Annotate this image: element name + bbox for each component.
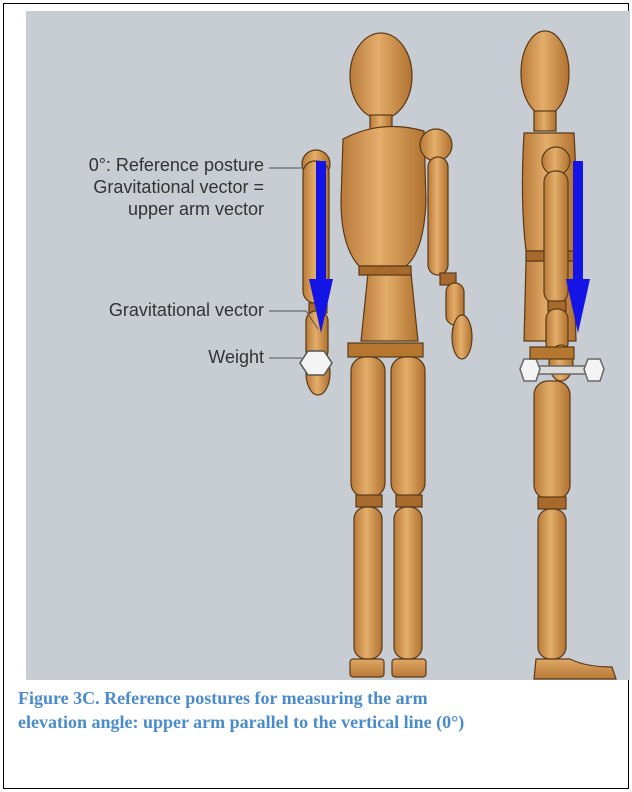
caption-line2: elevation angle: upper arm parallel to t…: [18, 710, 618, 734]
side-foot: [534, 659, 616, 679]
front-right-upper-arm: [428, 157, 448, 275]
side-upper-arm: [544, 171, 568, 303]
figure-illustration: 0°: Reference posture Gravitational vect…: [26, 11, 630, 680]
reference-posture-label: 0°: Reference posture Gravitational vect…: [26, 154, 264, 220]
figure-frame: 0°: Reference posture Gravitational vect…: [3, 3, 629, 789]
figure-caption: Figure 3C. Reference postures for measur…: [18, 686, 618, 734]
front-mannequin: [300, 33, 472, 677]
side-mannequin: [520, 31, 616, 679]
side-thigh: [534, 381, 570, 499]
front-head: [350, 33, 412, 119]
reference-label-line1: 0°: Reference posture: [26, 154, 264, 176]
front-right-thigh: [391, 357, 425, 497]
side-head: [521, 31, 569, 115]
front-weight: [300, 351, 332, 375]
mannequin-drawing: [26, 11, 630, 680]
front-left-thigh: [351, 357, 385, 497]
reference-label-line2: Gravitational vector =: [26, 176, 264, 198]
gravitational-vector-label: Gravitational vector: [26, 300, 264, 321]
caption-line1: Figure 3C. Reference postures for measur…: [18, 686, 618, 710]
front-right-shoulder: [420, 129, 452, 161]
weight-label: Weight: [26, 347, 264, 368]
front-torso: [341, 127, 426, 267]
reference-label-line3: upper arm vector: [26, 198, 264, 220]
side-shin: [538, 509, 566, 659]
